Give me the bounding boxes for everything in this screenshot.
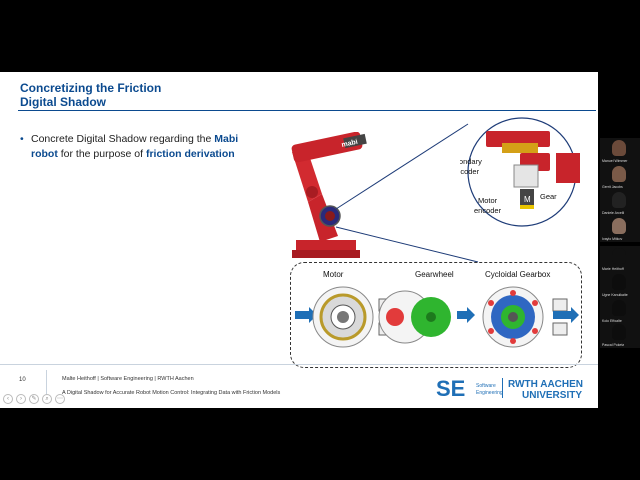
participant-video [612, 140, 626, 156]
drive-chain-graphic: Motor Gearwheel Cycloidal Gearbox [295, 270, 579, 348]
rwth-logo-1: RWTH AACHEN [508, 379, 583, 390]
participant-tile[interactable]: Ivaylo Mitkov [600, 216, 640, 242]
participant-video [612, 274, 626, 290]
motor-label: Motor [323, 270, 344, 279]
participant-video [612, 324, 626, 340]
gearwheel-label: Gearwheel [415, 270, 454, 279]
drive-chain-diagram: Motor Gearwheel Cycloidal Gearbox [290, 262, 582, 368]
footer-talk-title: A Digital Shadow for Accurate Robot Moti… [62, 390, 281, 396]
participant-video [612, 166, 626, 182]
pen-icon[interactable]: ✎ [29, 394, 39, 404]
gear-arrow-icon [457, 307, 475, 323]
secondary-encoder-label-1: Secondary [460, 157, 482, 166]
se-logo: SE [436, 376, 465, 401]
participant-tile[interactable]: Daniele Arcelli [600, 190, 640, 216]
input-arrow-icon [295, 307, 317, 323]
output-arrow-icon [553, 307, 579, 323]
page-number: 10 [19, 377, 26, 383]
robot-arm-image: mabi [291, 132, 367, 258]
footer-separator [46, 370, 47, 400]
cycloidal-gearbox-label: Cycloidal Gearbox [485, 270, 550, 279]
participant-video [612, 218, 626, 234]
gear-label: Gear [540, 192, 557, 201]
title-divider [18, 110, 596, 111]
participant-video [612, 248, 626, 264]
participant-video [612, 300, 626, 316]
motor-symbol: M [524, 195, 531, 204]
secondary-encoder-label-2: encoder [460, 167, 480, 176]
slide-title: Concretizing the Friction Digital Shadow [20, 81, 161, 109]
slide-controls: ‹ › ✎ ⌕ ⋯ [3, 394, 65, 404]
bullet-dot-icon: • [20, 133, 24, 145]
slide-title-line-2: Digital Shadow [20, 95, 107, 109]
bullet-text: Concrete Digital Shadow regarding the Ma… [31, 133, 239, 160]
slide-title-line-1: Concretizing the Friction [20, 81, 162, 95]
pinion-gear [386, 308, 404, 326]
zoom-connector-lines [335, 123, 479, 263]
highlight-mabi-robot: Mabi robot [31, 133, 239, 160]
participant-tile[interactable]: Ugne Kanuikaite [600, 272, 640, 298]
footer-author: Malte Heithoff | Software Engineering | … [62, 376, 194, 382]
se-logo-sub-1: Software [476, 383, 496, 389]
participant-tile[interactable]: Marie Heithoff [600, 246, 640, 272]
participant-tile[interactable]: Gerrit Jacobs [600, 164, 640, 190]
presentation-slide: Concretizing the Friction Digital Shadow… [0, 72, 598, 408]
participant-tile[interactable]: Pascal Poketz [600, 322, 640, 348]
zoom-icon[interactable]: ⌕ [42, 394, 52, 404]
previous-slide-icon[interactable]: ‹ [3, 394, 13, 404]
participant-tile[interactable]: Kojo Effoalte [600, 298, 640, 324]
participant-video [612, 192, 626, 208]
next-slide-icon[interactable]: › [16, 394, 26, 404]
rwth-logo-2: UNIVERSITY [522, 390, 582, 401]
drive-detail-zoom: M Secondary encoder Gear Motor encoder [460, 117, 580, 227]
footer-divider [0, 364, 598, 365]
motor-encoder-label-2: encoder [474, 206, 502, 215]
motor-encoder-label-1: Motor [478, 196, 498, 205]
participant-tile[interactable]: Manuel Wimmer [600, 138, 640, 164]
se-logo-sub-2: Engineering [476, 390, 503, 396]
robot-brand-label: mabi [341, 139, 358, 149]
institution-logos: SE Software Engineering RWTH AACHEN UNIV… [436, 376, 583, 401]
highlight-friction-derivation: friction derivation [145, 148, 235, 160]
bullet-point: • Concrete Digital Shadow regarding the … [20, 132, 250, 162]
menu-icon[interactable]: ⋯ [55, 394, 65, 404]
